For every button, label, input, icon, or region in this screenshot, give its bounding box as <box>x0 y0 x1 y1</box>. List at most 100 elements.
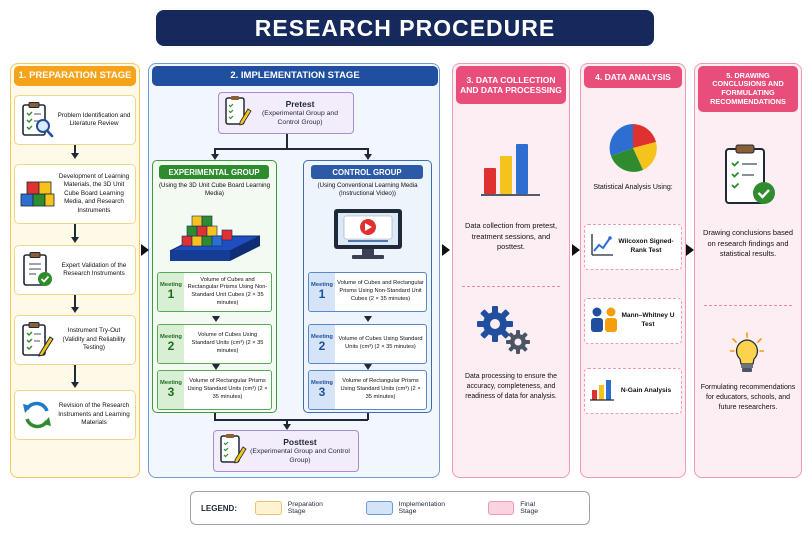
bar-chart-icon <box>589 376 615 407</box>
arrow-down-icon <box>283 424 291 430</box>
merge-line <box>214 419 368 421</box>
prep-step-5-text: Revision of the Research Instruments and… <box>58 402 130 427</box>
branch-line <box>214 148 368 150</box>
refresh-icon <box>18 395 56 435</box>
legend-label-implementation: Implementation Stage <box>398 501 446 515</box>
merge-left <box>214 413 216 420</box>
meeting-description: Volume of Cubes and Rectangular Prisms U… <box>337 280 424 302</box>
gears-icon <box>473 302 535 363</box>
posttest-text: Posttest (Experimental Group and Control… <box>247 437 353 466</box>
meeting-number: 3 <box>318 385 326 400</box>
statistical-analysis-intro: Statistical Analysis Using: <box>593 184 673 191</box>
meeting-label: Meeting <box>311 282 333 289</box>
prep-step-1-text: Problem Identification and Literature Re… <box>57 111 131 128</box>
line-chart-icon <box>589 232 615 263</box>
two-people-icon <box>589 304 619 339</box>
prep-connector-4 <box>74 365 76 382</box>
arrow-down-icon <box>71 382 79 388</box>
meeting-number: 3 <box>167 385 175 400</box>
data-collection-text: Data collection from pretest, treatment … <box>464 221 557 252</box>
meeting-label: Meeting <box>160 282 182 289</box>
meeting-label: Meeting <box>311 334 333 341</box>
arrow-down-icon <box>71 153 79 159</box>
data-collection-header: 3. DATA COLLECTION AND DATA PROCESSING <box>456 66 566 104</box>
meeting-description: Volume of Cubes Using Standard Units (cm… <box>191 332 264 354</box>
prep-step-4: Instrument Try-Out (Validity and Reliabi… <box>14 315 136 365</box>
experimental-group-sub: (Using the 3D Unit Cube Board Learning M… <box>158 182 271 198</box>
page-title: RESEARCH PROCEDURE <box>156 10 654 46</box>
meeting-number: 2 <box>318 339 326 354</box>
clipboard-icon <box>224 95 252 132</box>
data-analysis-header: 4. DATA ANALYSIS <box>584 66 682 88</box>
video-monitor-icon <box>330 207 406 268</box>
meeting-label: Meeting <box>160 334 182 341</box>
cube-board-icon <box>160 206 270 273</box>
divider <box>462 286 560 287</box>
posttest-title: Posttest <box>283 436 317 447</box>
meeting-label: Meeting <box>311 380 333 387</box>
arrow-down-icon <box>211 154 219 160</box>
divider <box>704 305 792 306</box>
lightbulb-icon <box>729 332 765 381</box>
prep-step-2-text: Development of Learning Materials, the 3… <box>58 172 130 214</box>
arrow-down-icon <box>364 154 372 160</box>
wilcoxon-test-box: Wilcoxon Signed-Rank Test <box>584 224 682 270</box>
arrow-down-icon <box>364 316 372 322</box>
mann-whitney-test-box: Mann–Whitney U Test <box>584 298 682 344</box>
arrow-down-icon <box>364 364 372 370</box>
arrow-right-icon <box>442 244 450 256</box>
pretest-box: Pretest (Experimental Group and Control … <box>218 92 354 134</box>
meeting-label: Meeting <box>160 380 182 387</box>
legend-label-preparation: Preparation Stage <box>287 501 323 515</box>
conclusions-panel <box>694 63 802 478</box>
arrow-right-icon <box>572 244 580 256</box>
conclusions-text: Drawing conclusions based on research fi… <box>703 228 793 259</box>
experimental-group-header: EXPERIMENTAL GROUP <box>159 165 269 179</box>
clipboard-icon <box>219 433 247 470</box>
meeting-description: Volume of Rectangular Prisms Using Stand… <box>340 378 421 400</box>
checklist-magnifier-icon <box>18 100 56 140</box>
conclusions-header: 5. DRAWING CONCLUSIONS AND FORMULATING R… <box>698 66 798 112</box>
pretest-sub: (Experimental Group and Control Group) <box>262 109 338 126</box>
meeting-description: Volume of Cubes Using Standard Units (cm… <box>338 336 423 350</box>
prep-step-3: Expert Validation of the Research Instru… <box>14 245 136 295</box>
wilcoxon-test-text: Wilcoxon Signed-Rank Test <box>618 238 674 254</box>
n-gain-analysis-box: N-Gain Analysis <box>584 368 682 414</box>
posttest-box: Posttest (Experimental Group and Control… <box>213 430 359 472</box>
pretest-text: Pretest (Experimental Group and Control … <box>252 99 348 128</box>
prep-step-3-text: Expert Validation of the Research Instru… <box>61 261 127 278</box>
legend: LEGEND: Preparation Stage Implementation… <box>190 491 590 525</box>
arrow-down-icon <box>71 237 79 243</box>
arrow-right-icon <box>141 244 149 256</box>
mann-whitney-test-text: Mann–Whitney U Test <box>621 312 675 328</box>
posttest-connector <box>286 420 288 424</box>
prep-step-2: Development of Learning Materials, the 3… <box>14 164 136 224</box>
prep-step-5: Revision of the Research Instruments and… <box>14 390 136 440</box>
branch-left <box>214 148 216 154</box>
legend-label-final: Final Stage <box>520 501 539 515</box>
merge-right <box>367 413 369 420</box>
arrow-down-icon <box>212 316 220 322</box>
branch-right <box>367 148 369 154</box>
recommendations-text: Formulating recommendations for educator… <box>700 384 796 412</box>
control-group-header: CONTROL GROUP <box>311 165 423 179</box>
legend-swatch-preparation <box>255 501 282 515</box>
prep-step-1: Problem Identification and Literature Re… <box>14 95 136 145</box>
meeting-number: 1 <box>318 287 326 302</box>
control-group-sub: (Using Conventional Learning Media (Inst… <box>317 182 418 198</box>
prep-connector-2 <box>74 224 76 238</box>
clipboard-check-icon <box>722 143 780 214</box>
arrow-down-icon <box>212 364 220 370</box>
cubes-icon <box>18 174 56 214</box>
data-collection-panel <box>452 63 570 478</box>
posttest-sub: (Experimental Group and Control Group) <box>250 447 350 464</box>
meeting-description: Volume of Rectangular Prisms Using Stand… <box>187 378 268 400</box>
pretest-connector <box>286 134 288 148</box>
pretest-title: Pretest <box>285 98 315 109</box>
bar-chart-icon <box>480 132 544 203</box>
